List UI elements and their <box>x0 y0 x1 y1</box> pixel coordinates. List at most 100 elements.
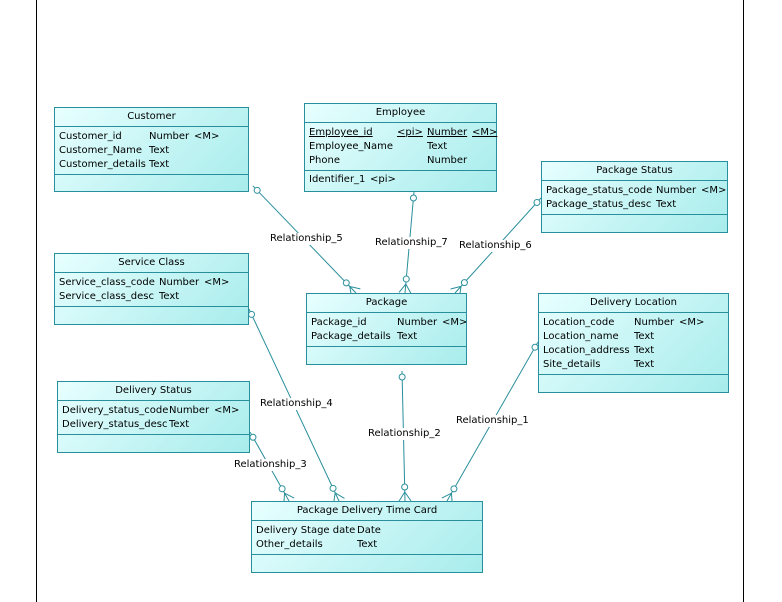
relationship-4-optional-circle <box>329 484 337 492</box>
attribute-type: Text <box>634 345 655 356</box>
attribute-type: Text <box>169 419 190 430</box>
entity-package-delivery-time-card[interactable]: Package Delivery Time Card Delivery Stag… <box>251 501 483 573</box>
attribute-type: Number <box>397 317 438 328</box>
attribute-name: Customer_Name <box>59 145 143 156</box>
identifier-name: Identifier_1 <box>309 174 366 185</box>
relationship-2-crowfoot <box>404 491 412 502</box>
attribute-name: Location_name <box>543 331 619 342</box>
entity-title: Delivery Location <box>539 294 728 313</box>
attribute-type: Text <box>427 141 448 152</box>
attribute-type: Number <box>159 277 200 288</box>
relationship-1-optional-circle <box>450 485 458 493</box>
relationship-5-crowfoot <box>349 286 361 290</box>
attribute-tag: <M> <box>472 127 498 138</box>
entity-title: Package <box>307 294 466 313</box>
relationship-7-crowfoot <box>398 283 407 293</box>
attribute-row: Employee_Name Text <box>309 140 492 154</box>
relationship-3-optional-circle <box>278 485 286 493</box>
attribute-type: Text <box>159 291 180 302</box>
relationship-1-crowfoot <box>441 492 452 499</box>
attribute-name: Delivery_status_desc <box>62 419 168 430</box>
relationship-7-crowfoot <box>405 283 412 294</box>
identifier-key: <pi> <box>370 174 396 185</box>
attribute-name: Other_details <box>256 539 323 550</box>
relationship-6-optional-circle <box>460 279 468 287</box>
attribute-tag: <M> <box>194 131 220 142</box>
attribute-name: Customer_details <box>59 159 146 170</box>
attribute-type: Date <box>357 525 381 536</box>
relationship-3-optional-circle <box>249 433 257 441</box>
attribute-tag: <M> <box>679 317 705 328</box>
relationship-2-optional-circle <box>401 483 409 491</box>
attribute-tag: <M> <box>701 185 727 196</box>
relationship-4-optional-circle <box>248 310 256 318</box>
relationship-2-crowfoot <box>398 491 406 502</box>
page-border-left <box>36 0 37 602</box>
attribute-type: Text <box>397 331 418 342</box>
attribute-row: Package_status_desc Text <box>546 198 723 212</box>
attribute-row: Location_name Text <box>543 330 724 344</box>
attribute-row: Package_id Number <M> <box>311 316 467 330</box>
relationship-6-crowfoot <box>450 285 462 290</box>
entity-title: Delivery Status <box>58 382 249 401</box>
attribute-name: Package_status_desc <box>546 199 652 210</box>
relationship-3-label: Relationship_3 <box>234 459 307 471</box>
attribute-name: Location_code <box>543 317 615 328</box>
attribute-name: Delivery_status_code <box>62 405 169 416</box>
attribute-type: Text <box>149 159 170 170</box>
attribute-type: Number <box>427 155 468 166</box>
relationship-3-crowfoot <box>284 492 295 499</box>
attribute-type: Number <box>169 405 210 416</box>
attribute-type: Text <box>656 199 677 210</box>
attribute-name: Employee_id <box>309 127 373 138</box>
attribute-type: Text <box>149 145 170 156</box>
entity-title: Service Class <box>55 254 248 273</box>
relationship-7-label: Relationship_7 <box>375 237 448 249</box>
entity-title: Package Delivery Time Card <box>252 502 482 521</box>
attribute-type: Text <box>634 331 655 342</box>
relationship-5-optional-circle <box>253 186 261 194</box>
attribute-name: Employee_Name <box>309 141 394 152</box>
entity-title: Package Status <box>542 162 727 181</box>
attribute-type: Text <box>634 359 655 370</box>
attribute-name: Package_id <box>311 317 367 328</box>
identifier-list: Identifier_1 <pi> <box>305 171 496 189</box>
attribute-type: Number <box>634 317 675 328</box>
attribute-row: Employee_id<pi>Number<M> <box>309 126 497 140</box>
attribute-name: Package_status_code <box>546 185 653 196</box>
relationship-2-label: Relationship_2 <box>368 428 441 440</box>
attribute-tag: <M> <box>204 277 230 288</box>
entity-title: Customer <box>55 108 248 127</box>
attribute-tag: <M> <box>214 405 240 416</box>
relationship-6-optional-circle <box>533 198 541 206</box>
entity-title: Employee <box>305 104 496 123</box>
attribute-tag: <M> <box>442 317 468 328</box>
entity-delivery-location[interactable]: Delivery Location Location_code Number <M>… <box>538 293 729 393</box>
relationship-6-label: Relationship_6 <box>459 240 532 252</box>
identifier-row: Identifier_1 <pi> <box>309 173 492 187</box>
relationship-7-optional-circle <box>402 275 410 283</box>
attribute-type: Number <box>427 127 468 138</box>
entity-employee[interactable]: Employee Employee_id <pi> Number <M> Employ… <box>304 103 497 192</box>
